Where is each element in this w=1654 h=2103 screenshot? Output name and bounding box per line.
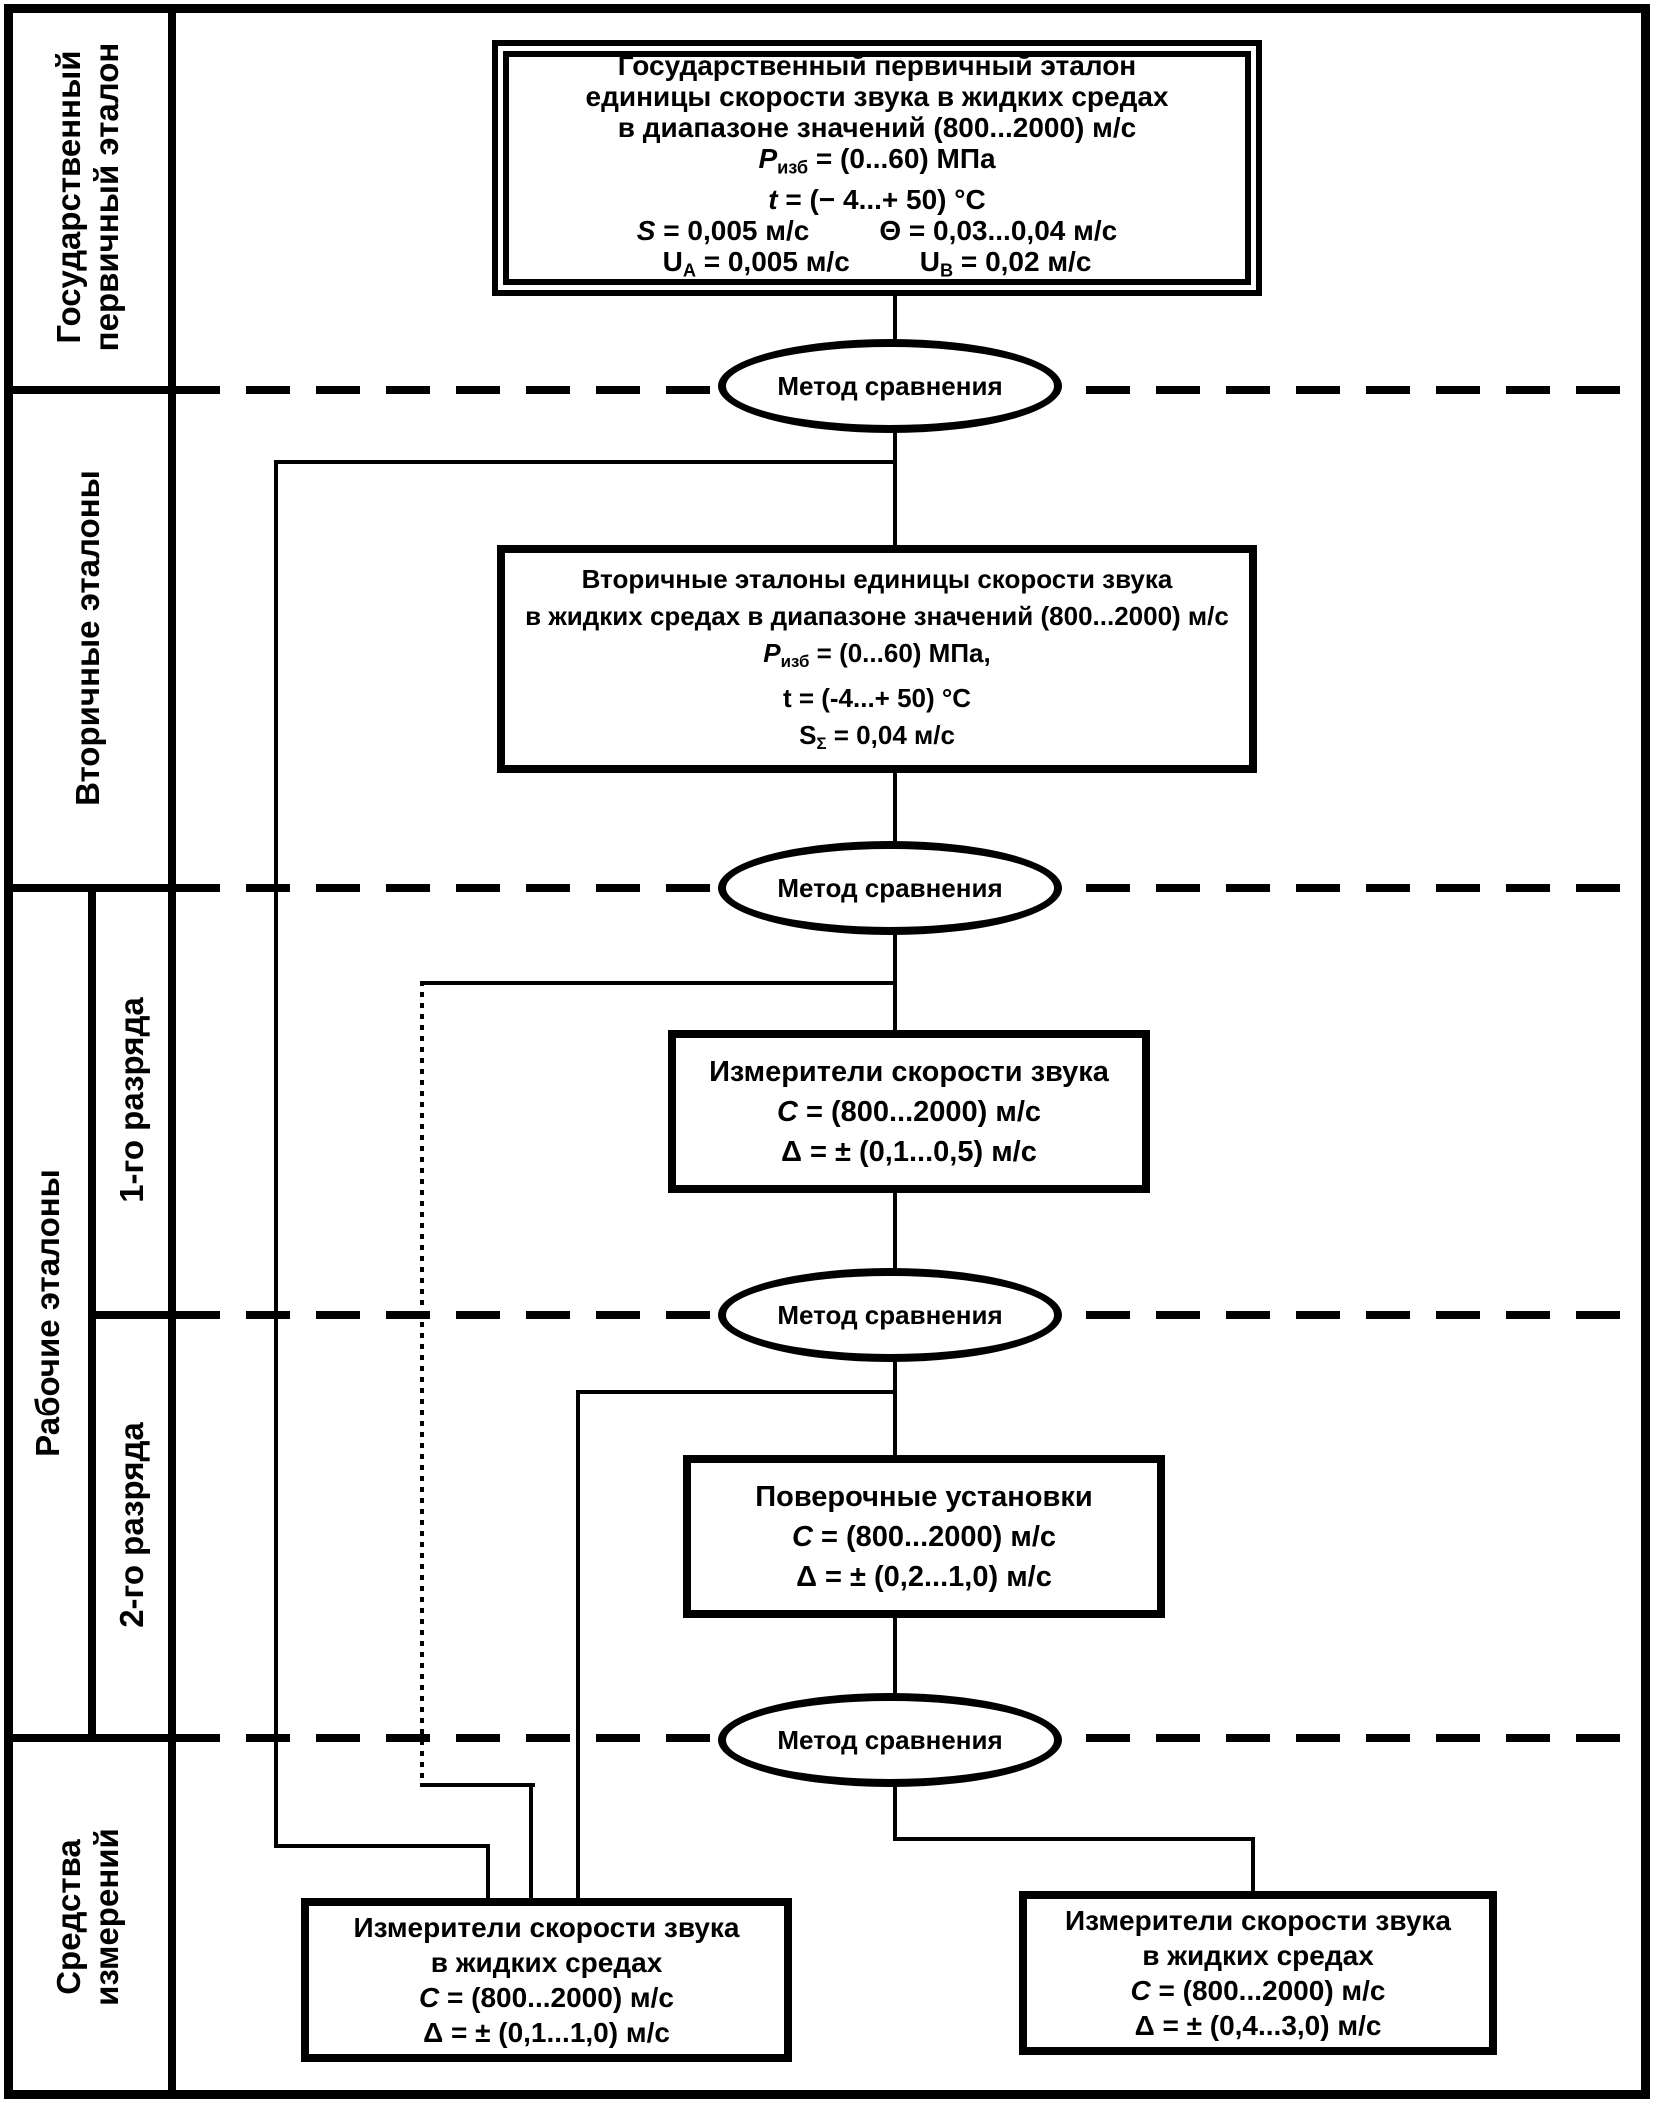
sidebar-right-border: [168, 9, 176, 2095]
method-comparison-label: Метод сравнения: [777, 1299, 1003, 1330]
bypass-3-branch: [576, 1390, 897, 1394]
method-comparison-ellipse-2: Метод сравнения: [718, 841, 1062, 935]
method-comparison-label: Метод сравнения: [777, 1724, 1003, 1755]
bypass-1-step-vertical: [486, 1844, 490, 1900]
method-comparison-label: Метод сравнения: [777, 872, 1003, 903]
sidebar-subrow-divider: [96, 1311, 168, 1319]
trunk-branch-right-horizontal: [895, 1837, 1255, 1841]
bypass-1-vertical: [274, 460, 278, 1848]
trunk-branch-right-vertical: [1251, 1837, 1255, 1895]
bypass-2-step-vertical: [529, 1783, 533, 1898]
sidebar-label-working-standards: Рабочие эталоны: [29, 1169, 66, 1457]
secondary-standards-box: Вторичные эталоны единицы скорости звука…: [497, 545, 1257, 773]
bypass-2-branch: [420, 981, 897, 985]
sidebar-label-working-2nd-class: 2-го разряда: [113, 1422, 150, 1628]
bypass-1-branch: [274, 460, 897, 464]
outer-frame: [4, 4, 1650, 2099]
bypass-2-vertical-dotted: [420, 981, 424, 1787]
bypass-2-step-horizontal: [420, 1783, 535, 1787]
sidebar-subcolumn-divider: [88, 884, 96, 1742]
method-comparison-ellipse-4: Метод сравнения: [718, 1693, 1062, 1787]
sidebar-label-secondary-standards: Вторичные эталоны: [69, 470, 106, 806]
method-comparison-ellipse-1: Метод сравнения: [718, 339, 1062, 433]
bypass-3-vertical: [576, 1390, 580, 1898]
bypass-1-step-horizontal: [274, 1844, 490, 1848]
method-comparison-label: Метод сравнения: [777, 370, 1003, 401]
sidebar-label-working-1st-class: 1-го разряда: [113, 997, 150, 1203]
method-comparison-ellipse-3: Метод сравнения: [718, 1268, 1062, 1362]
sidebar-divider-1: [9, 386, 176, 394]
